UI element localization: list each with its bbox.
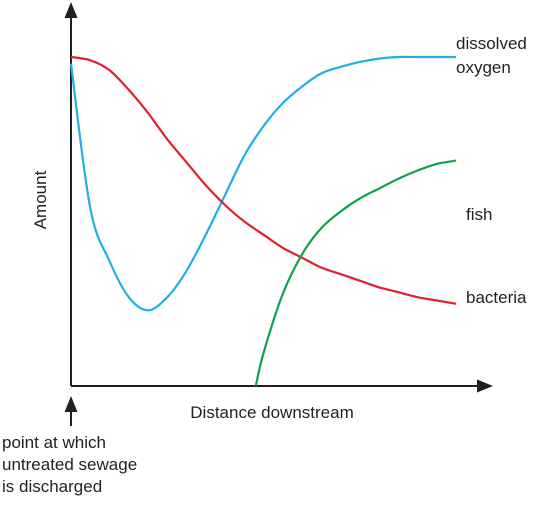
series-line-bacteria	[70, 55, 457, 305]
series-label-dissolved-oxygen-line1: dissolved	[456, 34, 527, 53]
series-layer	[69, 55, 457, 387]
y-axis-label: Amount	[31, 170, 50, 229]
x-axis-arrowhead	[477, 379, 493, 393]
series-line-fish	[254, 159, 457, 387]
series-label-fish: fish	[466, 205, 492, 224]
series-label-bacteria: bacteria	[466, 288, 527, 307]
series-label-dissolved-oxygen-line2: oxygen	[456, 58, 511, 77]
discharge-note-line: point at which	[2, 433, 106, 452]
discharge-arrowhead	[64, 396, 78, 412]
axes	[64, 2, 493, 426]
discharge-note-line: is discharged	[2, 477, 103, 496]
discharge-point-note: point at which untreated sewage is disch…	[2, 432, 137, 498]
discharge-note-line: untreated sewage	[2, 455, 138, 474]
x-axis-label: Distance downstream	[190, 403, 353, 422]
series-line-dissolved-oxygen	[69, 55, 456, 312]
y-axis-arrowhead	[64, 2, 78, 18]
